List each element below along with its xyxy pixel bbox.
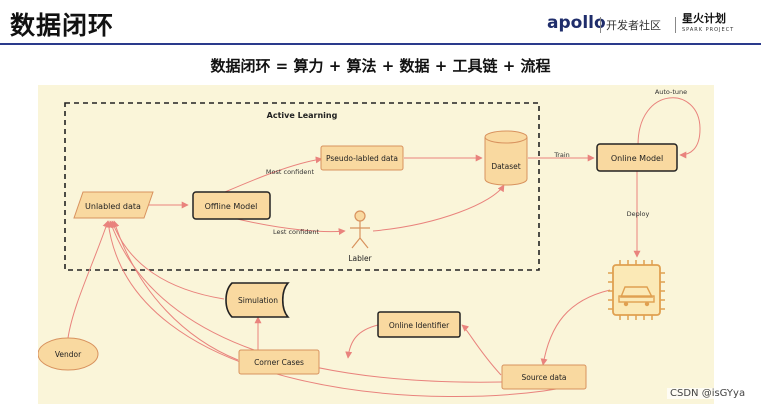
node-dataset-label: Dataset	[491, 162, 520, 171]
logo-divider	[675, 17, 676, 33]
edge-identifier-corner	[345, 324, 379, 359]
page-title: 数据闭环	[10, 11, 115, 40]
node-vendor-label: Vendor	[55, 350, 82, 359]
edge-labler-dataset	[372, 184, 505, 232]
node-offline-model-label: Offline Model	[205, 202, 258, 211]
node-dataset	[484, 130, 528, 186]
edge-label-auto-tune: Auto-tune	[655, 88, 687, 96]
node-simulation-label: Simulation	[238, 296, 278, 305]
node-source-data-label: Source data	[521, 373, 566, 382]
active-learning-label: Active Learning	[267, 111, 338, 120]
node-offline-model	[192, 191, 271, 220]
edges	[67, 97, 701, 398]
watermark: CSDN @isGYya	[667, 388, 749, 399]
node-online-identifier	[377, 311, 461, 338]
node-online-model	[596, 143, 678, 172]
edge-label-deploy: Deploy	[627, 210, 650, 218]
edge-most-confident	[224, 156, 323, 193]
data-loop-diagram: Active Learning Most confident Lest conf…	[38, 85, 714, 404]
node-vendor	[38, 337, 99, 371]
node-source-data	[501, 364, 587, 390]
spark-project-sublabel: SPARK PROJECT	[682, 27, 735, 33]
edge-label-most-confident: Most confident	[266, 168, 315, 176]
edge-simulation-unlabeled	[110, 220, 225, 300]
formula-subtitle: 数据闭环 = 算力 + 算法 + 数据 + 工具链 + 流程	[210, 57, 551, 75]
diagram-canvas: Active Learning Most confident Lest conf…	[38, 88, 701, 398]
spark-project-logo: 星火计划	[682, 12, 726, 25]
node-simulation	[225, 282, 290, 318]
node-labler-label: Labler	[348, 254, 372, 263]
edge-lest-confident	[232, 217, 346, 236]
node-pseudo-label: Pseudo-labled data	[326, 154, 398, 163]
node-pseudo-labled-data	[320, 145, 404, 171]
title-underline	[0, 43, 761, 45]
node-online-model-label: Online Model	[611, 154, 663, 163]
edge-label-train: Train	[553, 151, 570, 159]
edge-auto-tune	[637, 97, 701, 159]
apollo-logo: apollo	[547, 13, 606, 33]
active-learning-region	[64, 102, 540, 271]
edge-corner-unlabeled	[112, 220, 239, 361]
node-corner-cases-label: Corner Cases	[254, 358, 304, 367]
edge-source-identifier	[461, 324, 502, 376]
edge-vendor-unlabeled	[67, 220, 110, 339]
edge-bottom-unlabeled	[105, 220, 579, 398]
node-unlabeled-data	[73, 191, 154, 219]
edge-vehicle-source	[540, 289, 611, 366]
logo-divider	[600, 17, 601, 33]
developer-community-label: 开发者社区	[606, 19, 661, 32]
vehicle-chip-icon	[608, 260, 665, 320]
node-unlabeled-label: Unlabled data	[85, 202, 141, 211]
person-icon	[350, 210, 370, 249]
node-online-identifier-label: Online Identifier	[389, 321, 450, 330]
edge-label-lest-confident: Lest confident	[273, 228, 320, 236]
node-corner-cases	[238, 349, 320, 375]
